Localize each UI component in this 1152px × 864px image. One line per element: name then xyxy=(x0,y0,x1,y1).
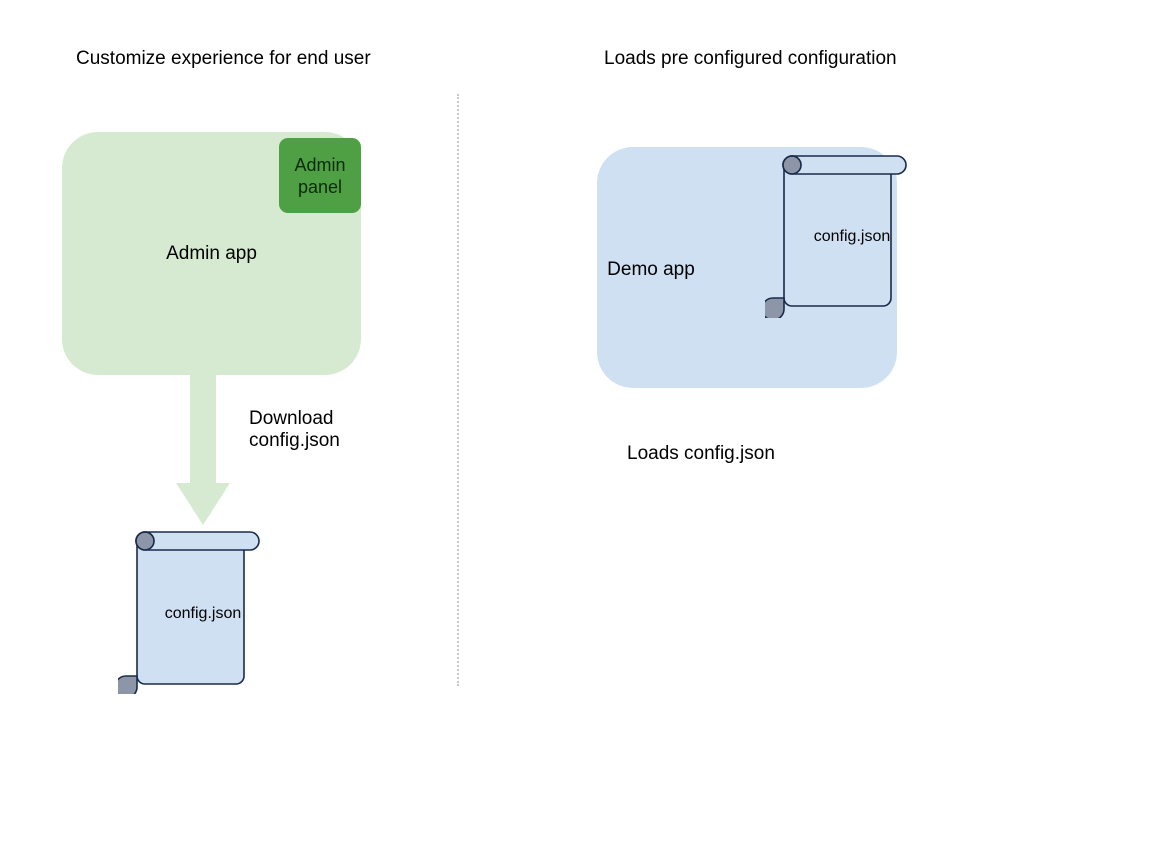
right-column-heading: Loads pre configured configuration xyxy=(604,48,897,69)
left-column-heading: Customize experience for end user xyxy=(76,48,371,69)
config-json-label-right: config.json xyxy=(813,228,891,245)
demo-app-label: Demo app xyxy=(607,259,695,280)
admin-panel-badge[interactable]: Admin panel xyxy=(279,138,361,213)
config-json-document-left[interactable]: config.json xyxy=(114,524,268,699)
loads-config-caption: Loads config.json xyxy=(627,443,775,464)
admin-app-label: Admin app xyxy=(166,243,257,264)
download-arrow-icon xyxy=(176,373,230,525)
admin-panel-label: Admin panel xyxy=(294,154,346,197)
config-json-document-right[interactable]: config.json xyxy=(761,148,915,321)
document-scroll-icon xyxy=(114,531,260,699)
document-scroll-icon xyxy=(761,155,907,321)
column-divider xyxy=(457,94,459,686)
download-arrow-caption: Download config.json xyxy=(249,408,340,451)
config-json-label-left: config.json xyxy=(164,605,242,622)
